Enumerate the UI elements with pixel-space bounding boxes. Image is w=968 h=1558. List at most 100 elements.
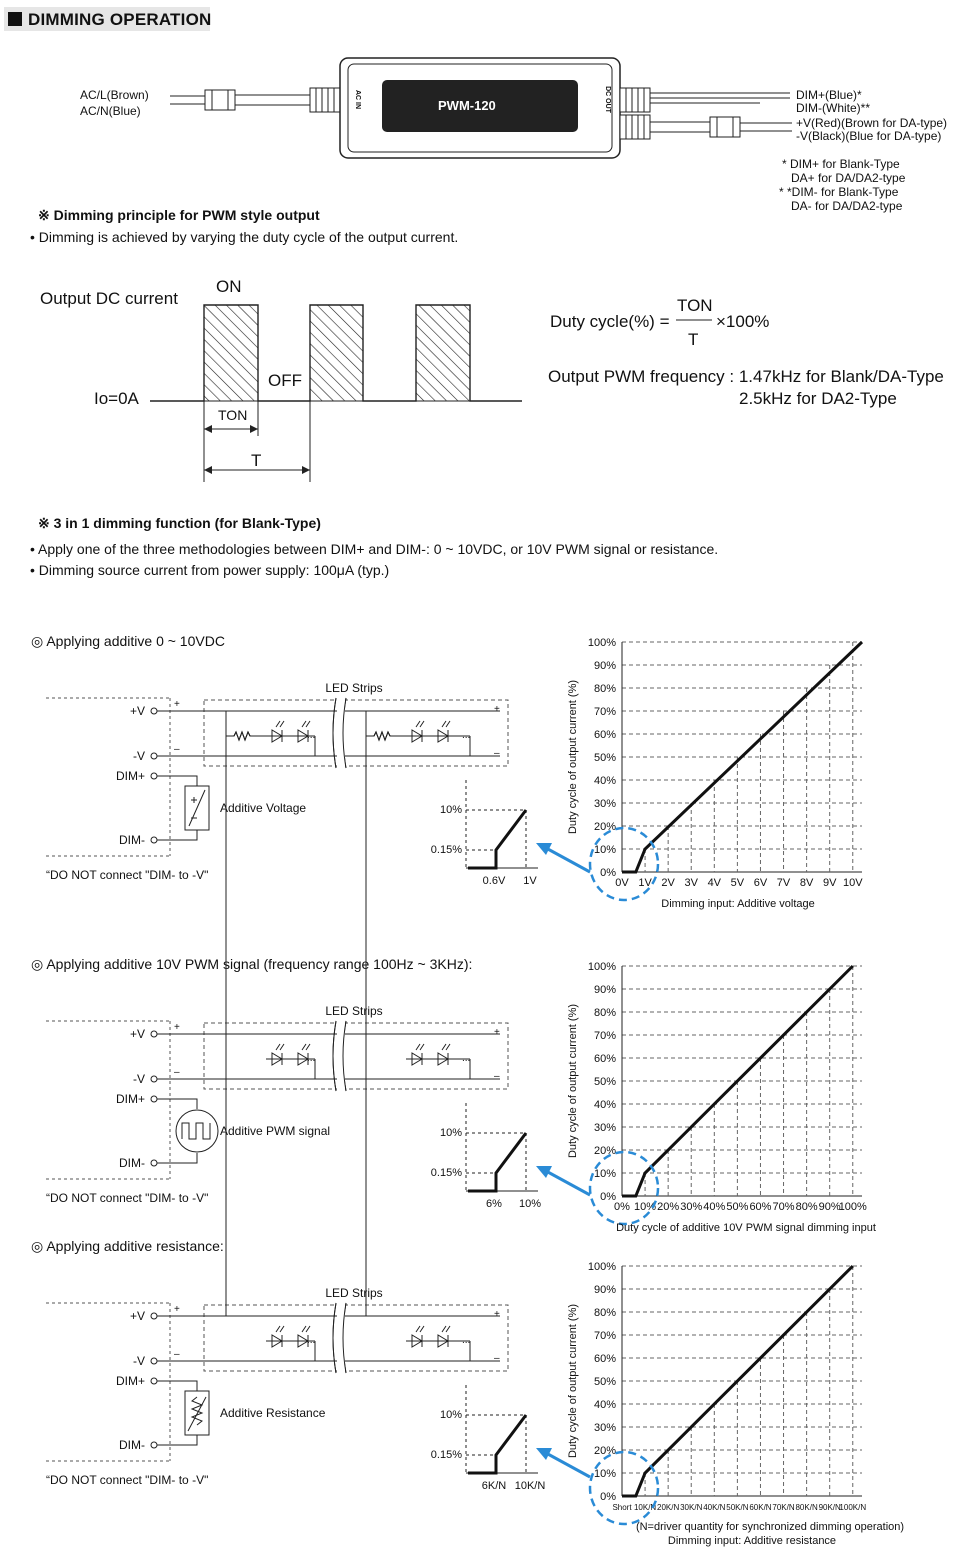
x-tick-label: 40K/N	[703, 1503, 725, 1512]
source-label: Additive Resistance	[220, 1406, 326, 1420]
y-tick-label: 10%	[594, 1168, 616, 1180]
x-tick-label: 20K/N	[657, 1503, 679, 1512]
svg-text:–: –	[174, 1067, 180, 1078]
inset-y-label: 10%	[440, 1127, 462, 1139]
x-tick-label: 4V	[708, 877, 722, 889]
warning-text: “DO NOT connect "DIM- to -V"	[46, 1191, 208, 1205]
circuit-diagram: +V -V DIM+ DIM- + – + –...... LED StripsAdditive…	[46, 730, 509, 1205]
x-tick-label: 100K/N	[839, 1503, 866, 1512]
y-tick-label: 60%	[594, 1053, 616, 1065]
x-tick-label: 10V	[843, 877, 863, 889]
wire-label-plus-v: +V(Red)(Brown for DA-type)	[796, 116, 948, 130]
x-tick-label: 70K/N	[772, 1503, 794, 1512]
x-tick-label: 60K/N	[749, 1503, 771, 1512]
inset-x-label: 10K/N	[515, 1480, 546, 1492]
t-label: T	[251, 451, 262, 470]
svg-text:+: +	[494, 1027, 500, 1038]
pin-label-plus-v: +V	[130, 1027, 145, 1041]
x-tick-label: 0%	[614, 1201, 630, 1213]
y-axis-label: Duty cycle of output current (%)	[567, 1304, 579, 1458]
svg-text:...: ...	[307, 1053, 315, 1064]
led-strips-label: LED Strips	[325, 1004, 382, 1018]
x-tick-label: 7V	[777, 877, 791, 889]
duty-cycle-series	[622, 964, 854, 1198]
duty-cycle-series	[622, 1264, 854, 1498]
svg-text:+: +	[494, 1309, 500, 1320]
pin-label-dim-plus: DIM+	[116, 1092, 145, 1106]
wire-label-dim-plus: DIM+(Blue)*	[796, 88, 862, 102]
pin-label-dim-plus: DIM+	[116, 769, 145, 783]
inset-y-label: 10%	[440, 804, 462, 816]
duty-formula-denominator: T	[688, 330, 699, 349]
x-tick-label: 10K/N	[634, 1503, 656, 1512]
inset-y-label: 0.15%	[431, 1449, 462, 1461]
duty-cycle-chart: 0%10%20%30%40%50%60%70%80%90%100%0%10%20…	[567, 961, 876, 1234]
x-tick-label: 30K/N	[680, 1503, 702, 1512]
pin-label-dim-minus: DIM-	[119, 1156, 145, 1170]
device-drawing	[170, 57, 792, 159]
pin-label-minus-v: -V	[133, 1072, 145, 1086]
led-strips-label: LED Strips	[325, 681, 382, 695]
pwm-frequency-line2: 2.5kHz for DA2-Type	[739, 389, 897, 408]
svg-text:–: –	[174, 744, 180, 755]
x-tick-label: 20%	[657, 1201, 679, 1213]
inset-x-label: 0.6V	[483, 875, 506, 887]
zoom-highlight-ellipse	[588, 1150, 660, 1226]
x-tick-label: 3V	[684, 877, 698, 889]
svg-text:...: ...	[462, 730, 470, 741]
three-in-one-heading: ※ 3 in 1 dimming function (for Blank-Typ…	[38, 515, 321, 531]
source-label: Additive PWM signal	[220, 1124, 330, 1138]
y-tick-label: 10%	[594, 844, 616, 856]
y-tick-label: 50%	[594, 1376, 616, 1388]
off-label: OFF	[268, 371, 302, 390]
y-tick-label: 50%	[594, 752, 616, 764]
on-label: ON	[216, 277, 242, 296]
circuit-diagram: +V -V DIM+ DIM- + – + –...... LED StripsAdditive…	[46, 730, 509, 1487]
y-tick-label: 80%	[594, 683, 616, 695]
y-tick-label: 20%	[594, 821, 616, 833]
y-tick-label: 60%	[594, 1353, 616, 1365]
section-header-bar	[4, 7, 210, 31]
warning-text: “DO NOT connect "DIM- to -V"	[46, 868, 208, 882]
pin-label-dim-plus: DIM+	[116, 1374, 145, 1388]
y-tick-label: 100%	[588, 1261, 616, 1273]
inset-x-label: 6%	[486, 1198, 502, 1210]
note-line-3: * *DIM- for Blank-Type	[779, 185, 899, 199]
x-axis-label: Dimming input: Additive voltage	[661, 898, 814, 910]
principle-heading: ※ Dimming principle for PWM style output	[38, 207, 320, 223]
y-tick-label: 70%	[594, 1030, 616, 1042]
x-tick-label: 50%	[726, 1201, 748, 1213]
y-tick-label: 70%	[594, 1330, 616, 1342]
x-tick-label: 80%	[796, 1201, 818, 1213]
pwm-frequency-line1: Output PWM frequency : 1.47kHz for Blank…	[548, 367, 944, 386]
duty-formula-lhs: Duty cycle(%) =	[550, 312, 670, 331]
y-tick-label: 80%	[594, 1307, 616, 1319]
x-tick-label: 6V	[754, 877, 768, 889]
x-tick-label: 40%	[703, 1201, 725, 1213]
svg-text:+: +	[174, 1022, 180, 1033]
pin-label-plus-v: +V	[130, 1309, 145, 1323]
svg-text:+: +	[494, 704, 500, 715]
zoom-highlight-ellipse	[588, 1450, 660, 1526]
inset-x-label: 10%	[519, 1198, 541, 1210]
svg-text:...: ...	[307, 1335, 315, 1346]
svg-text:+: +	[174, 699, 180, 710]
pin-label-dim-minus: DIM-	[119, 833, 145, 847]
three-in-one-bullet-2: • Dimming source current from power supp…	[30, 562, 390, 578]
inset-x-label: 1V	[523, 875, 537, 887]
pin-label-minus-v: -V	[133, 749, 145, 763]
pin-label-minus-v: -V	[133, 1354, 145, 1368]
x-tick-label: 5V	[731, 877, 745, 889]
y-tick-label: 70%	[594, 706, 616, 718]
y-tick-label: 100%	[588, 961, 616, 973]
duty-formula-multiplier: ×100%	[716, 312, 770, 331]
wire-label-minus-v: -V(Black)(Blue for DA-type)	[796, 129, 942, 143]
header-square-icon	[8, 12, 22, 26]
x-tick-label: 80K/N	[795, 1503, 817, 1512]
x-axis-label: Dimming input: Additive resistance	[668, 1535, 836, 1547]
x-tick-label: 70%	[773, 1201, 795, 1213]
y-tick-label: 30%	[594, 1122, 616, 1134]
